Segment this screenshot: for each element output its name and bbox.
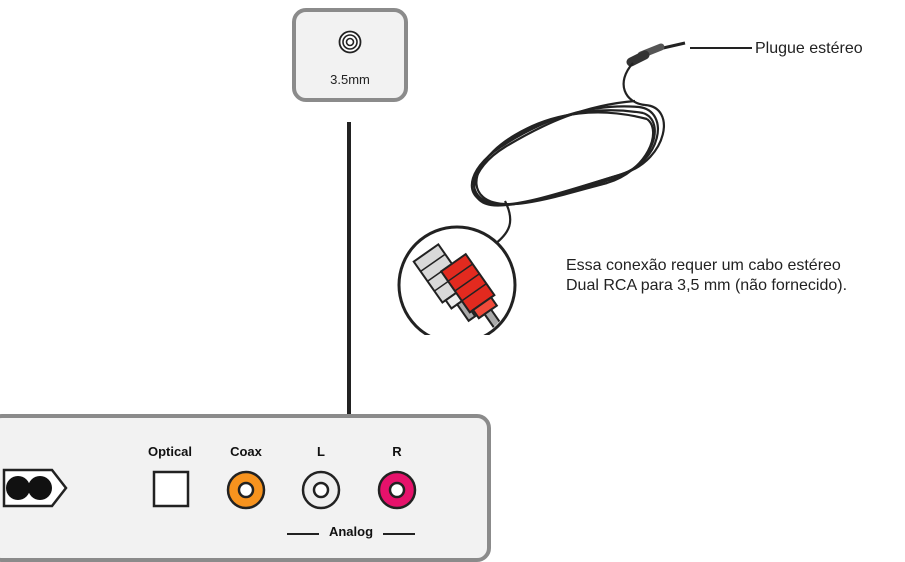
optical-port[interactable] [152,470,190,508]
analog-label: Analog [328,524,374,539]
coax-label: Coax [230,444,262,459]
cable-coil [470,62,665,248]
analog-dash-left [287,533,319,535]
connection-note: Essa conexão requer um cabo estéreo Dual… [566,257,848,294]
plug-label: Plugue estéreo [755,40,863,57]
rca-cable-illustration [397,41,686,335]
jack-label: 3.5mm [330,72,370,87]
analog-group: Analog [281,524,421,542]
optical-label: Optical [147,444,193,459]
analog-right-port[interactable] [377,470,417,510]
coax-port[interactable] [226,470,266,510]
left-label: L [317,444,325,459]
headphone-jack-icon [338,30,362,54]
jack-3-5mm-box: 3.5mm [292,8,408,102]
plug-leader-line [690,47,752,49]
rca-plugs-zoom [397,225,517,335]
analog-left-port[interactable] [301,470,341,510]
analog-dash-right [383,533,415,535]
stereo-plug-icon [626,41,686,67]
connector-line [347,122,351,414]
right-label: R [392,444,402,459]
device-back-panel: Optical Coax L R Analog [0,414,491,562]
power-port-icon [2,468,68,508]
